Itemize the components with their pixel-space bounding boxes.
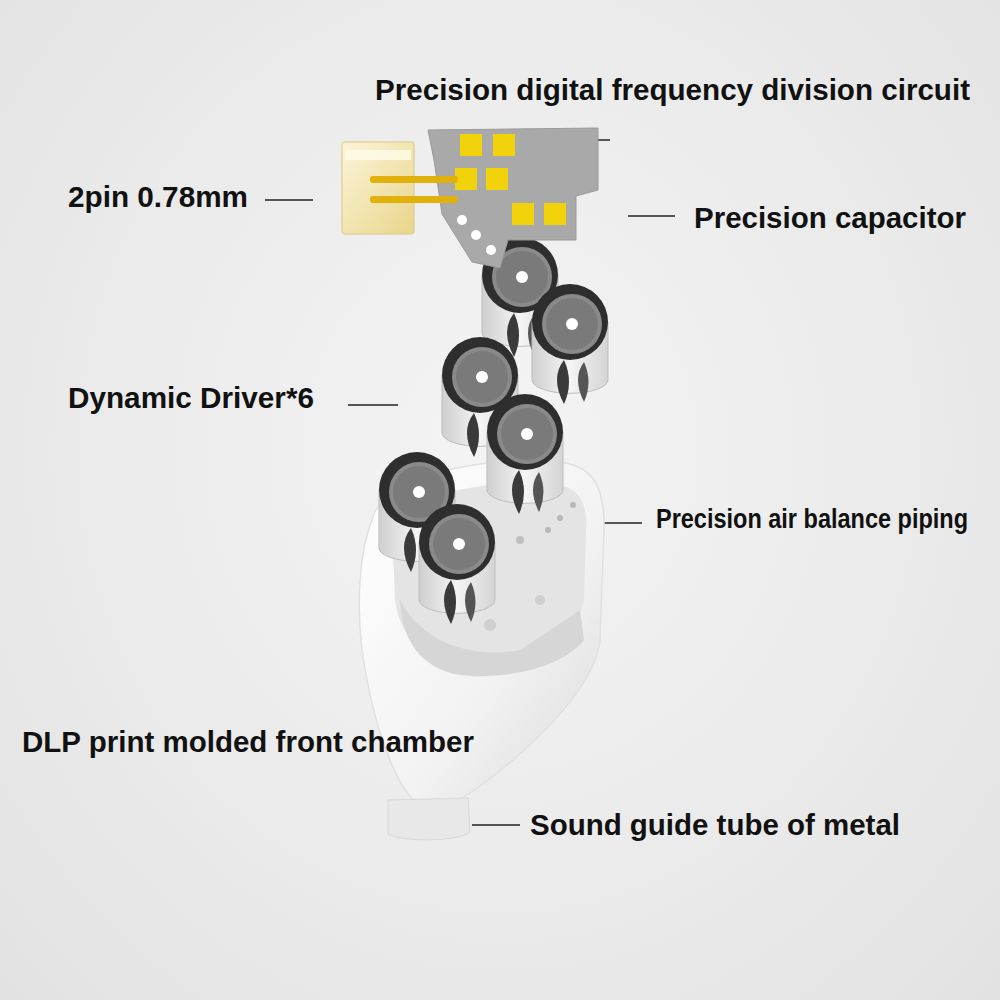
driver-part <box>404 528 416 572</box>
driver-part <box>533 472 544 512</box>
part-label: DLP print molded front chamber <box>22 725 474 760</box>
driver-part <box>566 318 578 330</box>
driver-part <box>487 394 563 470</box>
driver-part <box>419 504 495 580</box>
driver-part <box>452 347 512 407</box>
driver-part <box>467 413 479 457</box>
driver-part <box>578 362 589 402</box>
driver-part <box>546 298 598 350</box>
two-pin-connector <box>342 142 458 234</box>
driver-part <box>497 404 557 464</box>
driver-part <box>521 428 533 440</box>
driver-part <box>501 408 553 460</box>
driver-part <box>453 538 465 550</box>
driver-part <box>413 486 425 498</box>
driver-part <box>496 251 548 303</box>
part-label: Precision capacitor <box>694 201 966 236</box>
driver-part <box>429 514 489 574</box>
part-label: Precision air balance piping <box>656 504 968 535</box>
driver-part <box>557 360 569 404</box>
part-label: Precision digital frequency division cir… <box>375 73 970 108</box>
driver-part <box>465 582 476 622</box>
driver-part <box>433 518 485 570</box>
driver-part <box>456 351 508 403</box>
driver-part <box>542 294 602 354</box>
part-label: Dynamic Driver*6 <box>68 381 314 416</box>
dynamic-drivers <box>379 237 608 624</box>
part-label: Sound guide tube of metal <box>530 808 900 843</box>
driver-part <box>444 580 456 624</box>
driver-part <box>512 470 524 514</box>
driver-part <box>516 271 528 283</box>
driver-part <box>476 371 488 383</box>
part-label: 2pin 0.78mm <box>68 180 248 215</box>
driver-part <box>532 284 608 360</box>
